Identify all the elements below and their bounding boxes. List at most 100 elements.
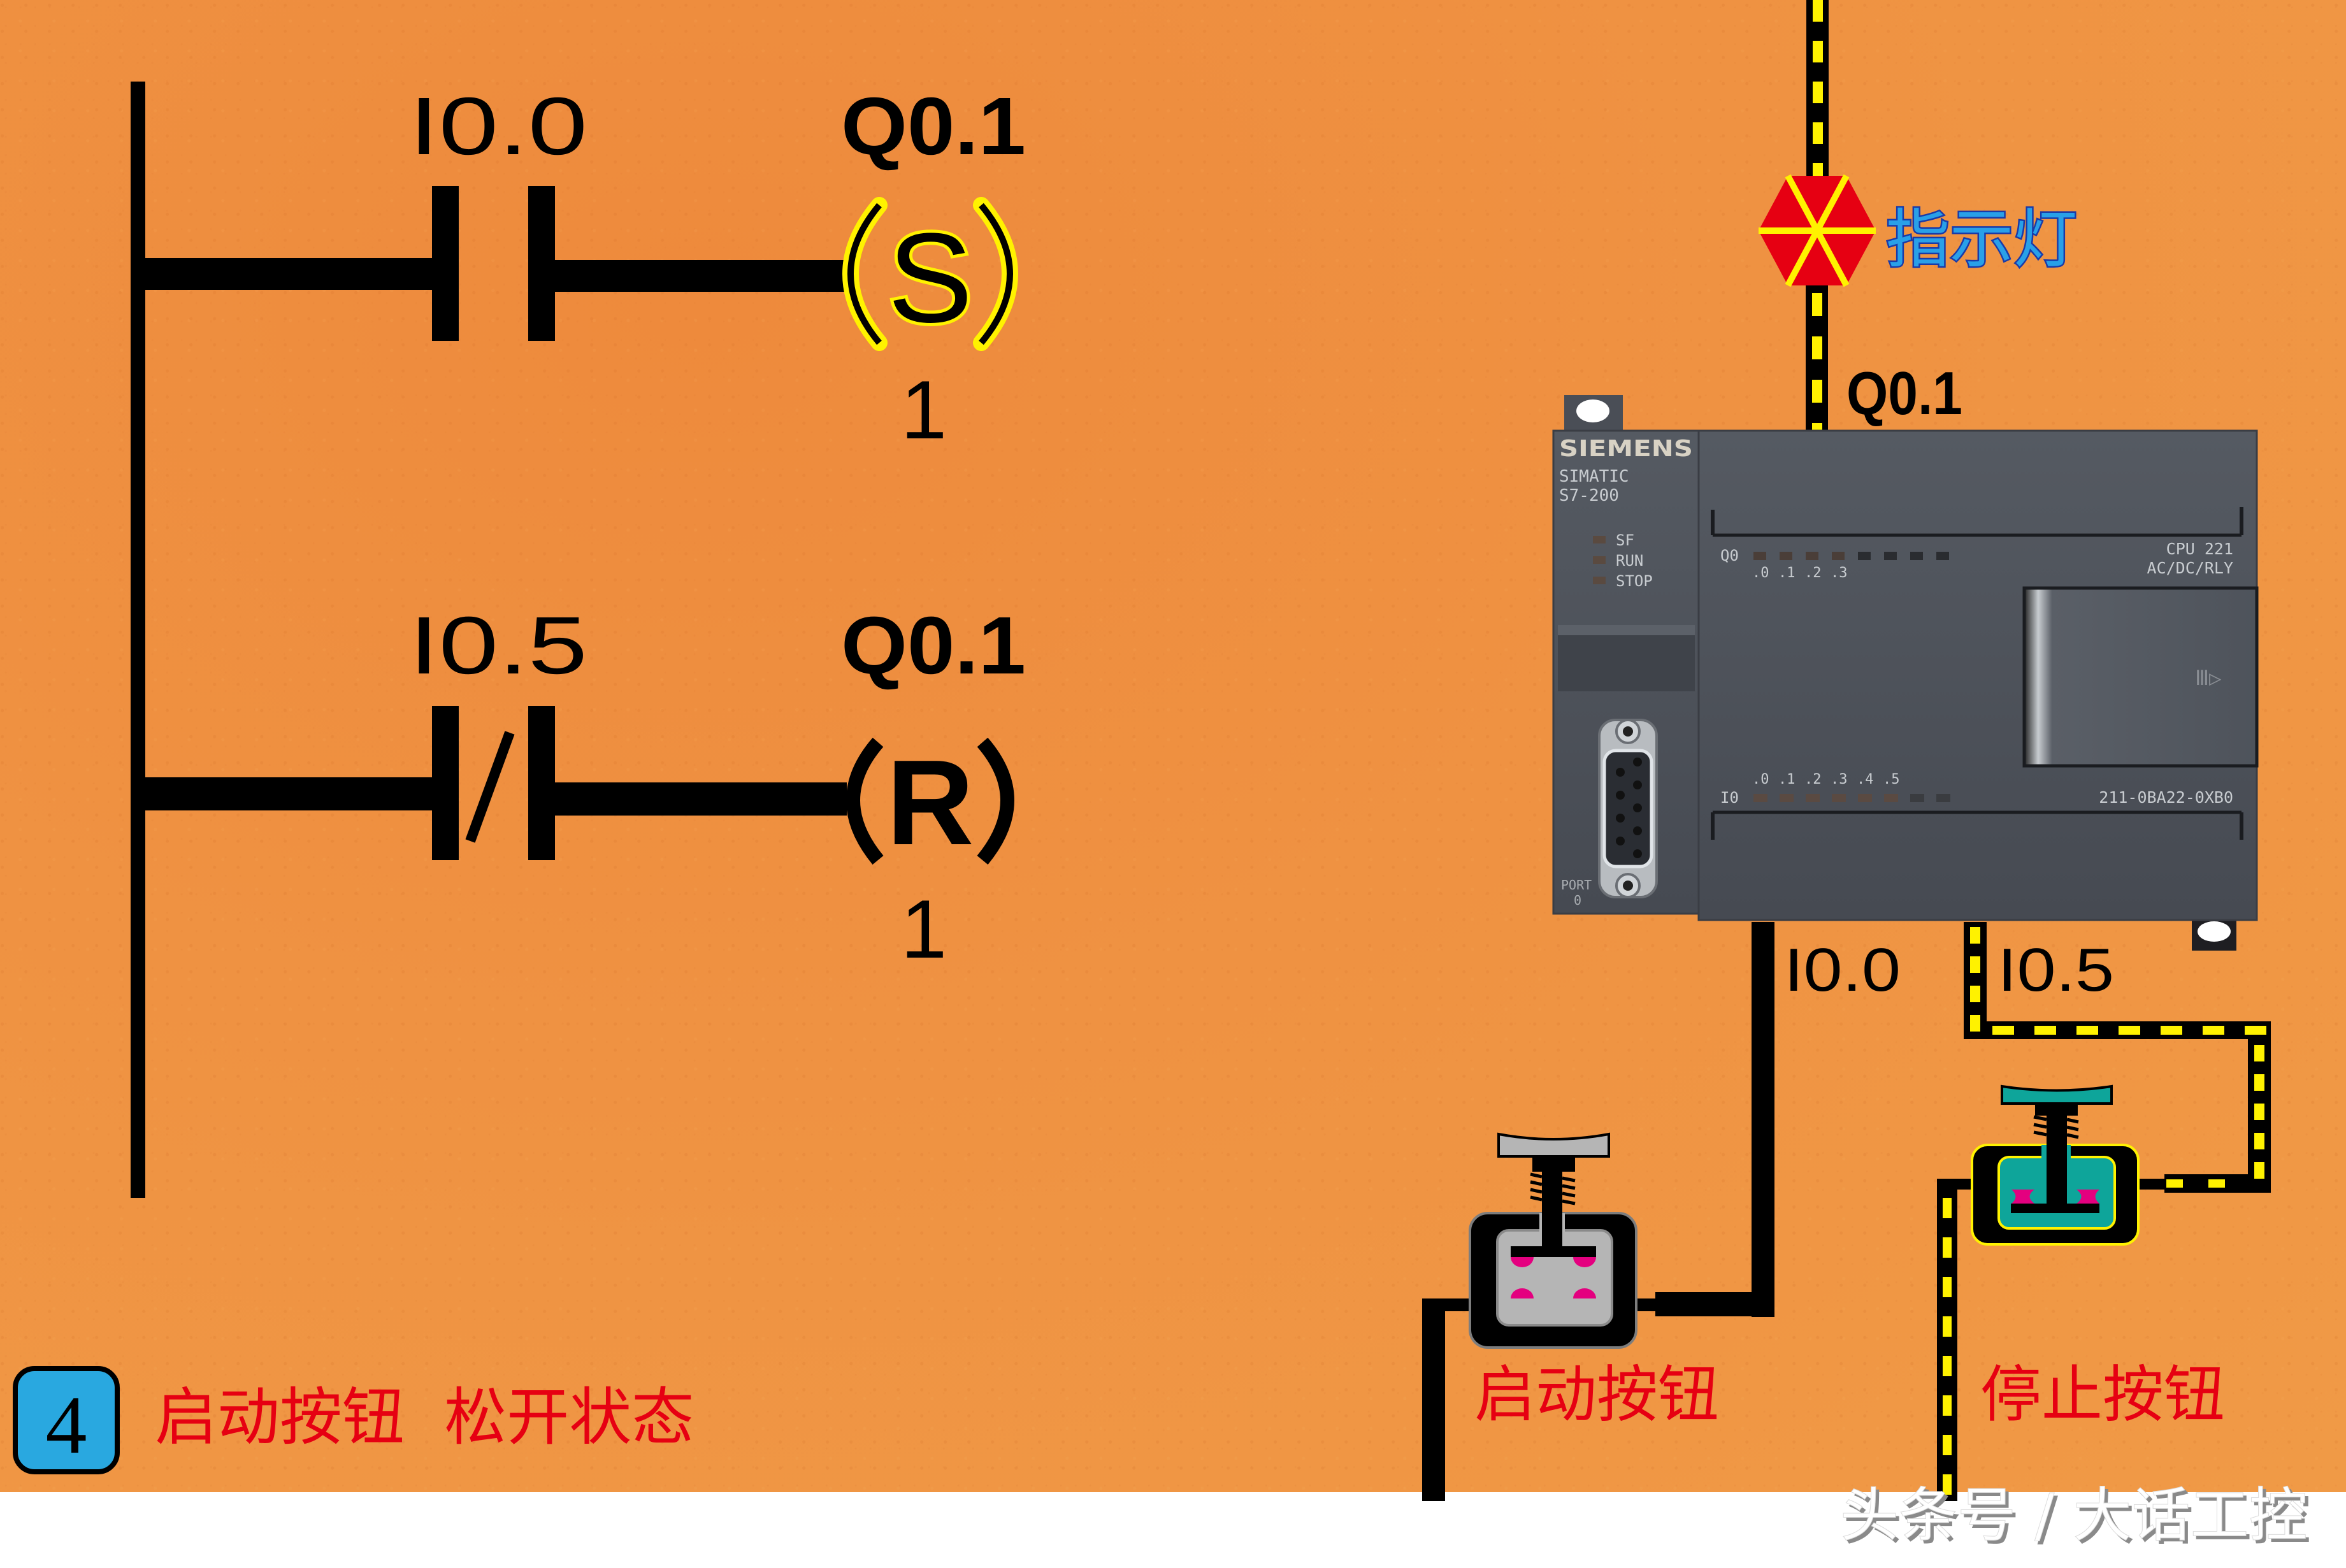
led-sf-label: SF	[1616, 531, 1634, 549]
input-group-label: I0	[1720, 789, 1739, 807]
no-contact-left-bar	[432, 186, 459, 341]
step-badge	[13, 1366, 120, 1474]
nc-contact-slash	[465, 731, 515, 843]
input-led	[1858, 794, 1872, 802]
output-led	[1753, 552, 1766, 560]
set-coil: S	[842, 197, 1018, 352]
input-bit-label: .4	[1857, 772, 1874, 788]
reset-coil-letter: R	[886, 735, 974, 870]
energized-dash	[1812, 380, 1822, 403]
led-run-label: RUN	[1616, 552, 1643, 570]
cpu-type: AC/DC/RLY	[2147, 559, 2233, 577]
i05-energized-wire	[1937, 922, 2271, 1501]
energized-dash	[1813, 0, 1823, 22]
energized-dash	[2254, 1045, 2264, 1061]
port-label-line1: PORT	[1561, 877, 1592, 893]
stop-button-label: 停止按钮	[1980, 1359, 2225, 1430]
stop-button-stem	[2047, 1104, 2067, 1212]
start-button-stem	[1542, 1158, 1562, 1250]
indicator-lamp-icon	[1759, 174, 1876, 287]
energized-dash	[2076, 1026, 2098, 1035]
input-bit-label: .2	[1804, 772, 1822, 788]
energized-dash	[1813, 41, 1823, 62]
energized-dash	[2119, 1026, 2140, 1035]
rung-1-coil-count: 1	[901, 363, 947, 456]
output-led	[1858, 552, 1871, 560]
set-coil-letter: S	[888, 207, 972, 349]
stop-pushbutton-icon	[1971, 1084, 2140, 1246]
plc-output-label: Q0.1	[1846, 359, 1962, 428]
input-led	[1832, 794, 1846, 802]
siemens-plc: SIEMENS SIMATIC S7-200 SF RUN STOP	[1552, 395, 2259, 951]
led-stop-label: STOP	[1616, 572, 1653, 590]
energized-dash	[1992, 1026, 2014, 1035]
input-bit-label: .0	[1752, 772, 1769, 788]
output-bit-label: .1	[1778, 565, 1795, 581]
step-number: 4	[46, 1379, 87, 1471]
energized-dash	[1943, 1316, 1952, 1337]
energized-dash	[1813, 82, 1823, 103]
output-led	[1884, 552, 1897, 560]
output-bit-label: .0	[1752, 565, 1769, 581]
start-button-crossbar	[1511, 1246, 1596, 1257]
start-button-spring	[1530, 1172, 1576, 1205]
start-button-cap	[1497, 1132, 1610, 1158]
start-pushbutton-icon	[1469, 1132, 1637, 1349]
stop-button-spring	[2033, 1115, 2079, 1139]
rung-1-right-wire	[555, 260, 847, 292]
db9-port-icon	[1598, 719, 1658, 898]
left-power-rail	[131, 82, 145, 1198]
energized-dash	[1943, 1435, 1952, 1455]
input-led	[1806, 794, 1820, 802]
energized-dash	[1970, 956, 1980, 973]
plc-status-leds: SF RUN STOP	[1593, 531, 1653, 590]
input-led	[1884, 794, 1898, 802]
energized-dash	[1943, 1277, 1952, 1297]
plc-brand: SIEMENS	[1559, 436, 1693, 462]
i00-wire-horizontal	[1655, 1292, 1774, 1316]
energized-dash	[1970, 927, 1980, 944]
energized-dash	[2166, 1179, 2183, 1188]
output-led	[1910, 552, 1923, 560]
plc-series-line1: SIMATIC	[1559, 467, 1629, 486]
energized-dash	[1943, 1198, 1952, 1218]
energized-dash	[2245, 1026, 2266, 1035]
stop-button-circuit: I0.5 停止按钮	[1937, 922, 2271, 1501]
energized-dash	[1943, 1395, 1952, 1416]
start-button-circuit: I0.0 启动按钮	[1422, 922, 1901, 1501]
input-led	[1753, 794, 1767, 802]
start-button-contacts	[1511, 1257, 1596, 1298]
rung-1-contact-label: I0.0	[409, 81, 587, 172]
output-led	[1806, 552, 1818, 560]
rung-2-left-wire	[145, 777, 433, 810]
rung-1-left-wire	[145, 258, 433, 290]
energized-dash	[2254, 1074, 2264, 1091]
watermark: 头条号 / 大话工控	[1840, 1481, 2308, 1550]
energized-dash	[2034, 1026, 2056, 1035]
memory-cartridge-door	[2022, 586, 2259, 768]
energized-dash	[2161, 1026, 2182, 1035]
rung-1-coil-label: Q0.1	[841, 81, 1026, 172]
i00-wire-vertical	[1752, 922, 1774, 1317]
output-led	[1832, 552, 1845, 560]
no-contact-right-bar	[528, 186, 555, 341]
input-led	[1910, 794, 1924, 802]
cpu-model: CPU 221	[2166, 540, 2233, 558]
nc-contact-right-bar	[528, 706, 555, 860]
energized-dash	[1812, 293, 1822, 316]
plc-left-module-ledge	[1558, 625, 1695, 691]
input-led	[1780, 794, 1794, 802]
energized-dash	[1970, 1015, 1980, 1032]
reset-coil-left-paren	[846, 737, 884, 865]
i05-wire-label: I0.5	[1997, 936, 2114, 1004]
energized-dash	[1943, 1474, 1952, 1495]
led-stop	[1593, 577, 1606, 584]
output-bit-label: .2	[1804, 565, 1822, 581]
input-bit-label: .5	[1883, 772, 1900, 788]
rung-1: I0.0 Q0.1 S 1	[145, 81, 1026, 456]
energized-dash	[2254, 1104, 2264, 1120]
input-leds	[1753, 794, 1950, 802]
input-bit-labels: .0.1.2.3.4.5	[1752, 772, 1900, 788]
output-leds	[1753, 552, 1949, 560]
